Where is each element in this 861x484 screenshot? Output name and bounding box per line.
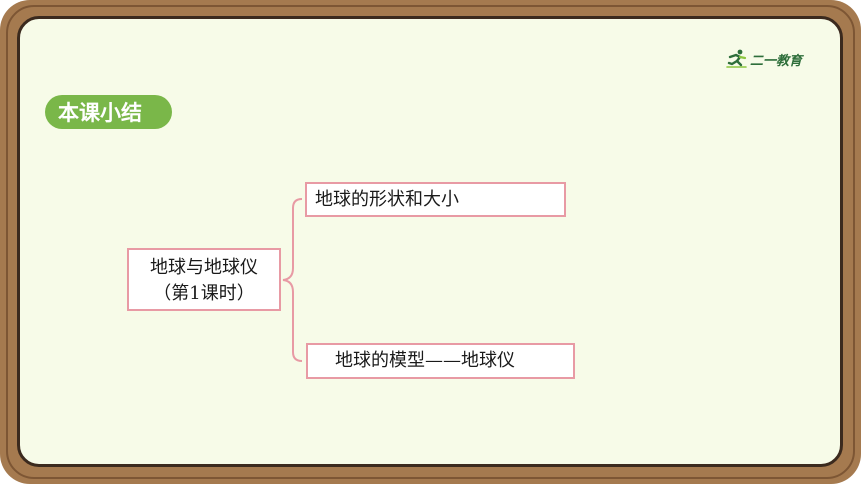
branch-label: 地球的模型——地球仪 [335,350,515,371]
curly-brace-connector [282,198,303,362]
running-figure-icon [726,49,747,68]
brand-logo: 二一教育 [726,48,802,70]
section-title: 本课小结 [58,101,142,125]
root-title: 地球与地球仪 [150,257,258,278]
slide-board [17,16,843,467]
frame-inner-border [6,5,855,479]
section-title-pill: 本课小结 [45,95,172,129]
branch-label: 地球的形状和大小 [315,189,459,210]
mindmap-branch-shape-size: 地球的形状和大小 [305,182,566,217]
mindmap-root-box: 地球与地球仪 （第1课时） [127,248,281,311]
root-subtitle: （第1课时） [153,283,255,304]
mindmap-branch-globe-model: 地球的模型——地球仪 [306,343,575,379]
logo-text: 二一教育 [750,53,803,69]
